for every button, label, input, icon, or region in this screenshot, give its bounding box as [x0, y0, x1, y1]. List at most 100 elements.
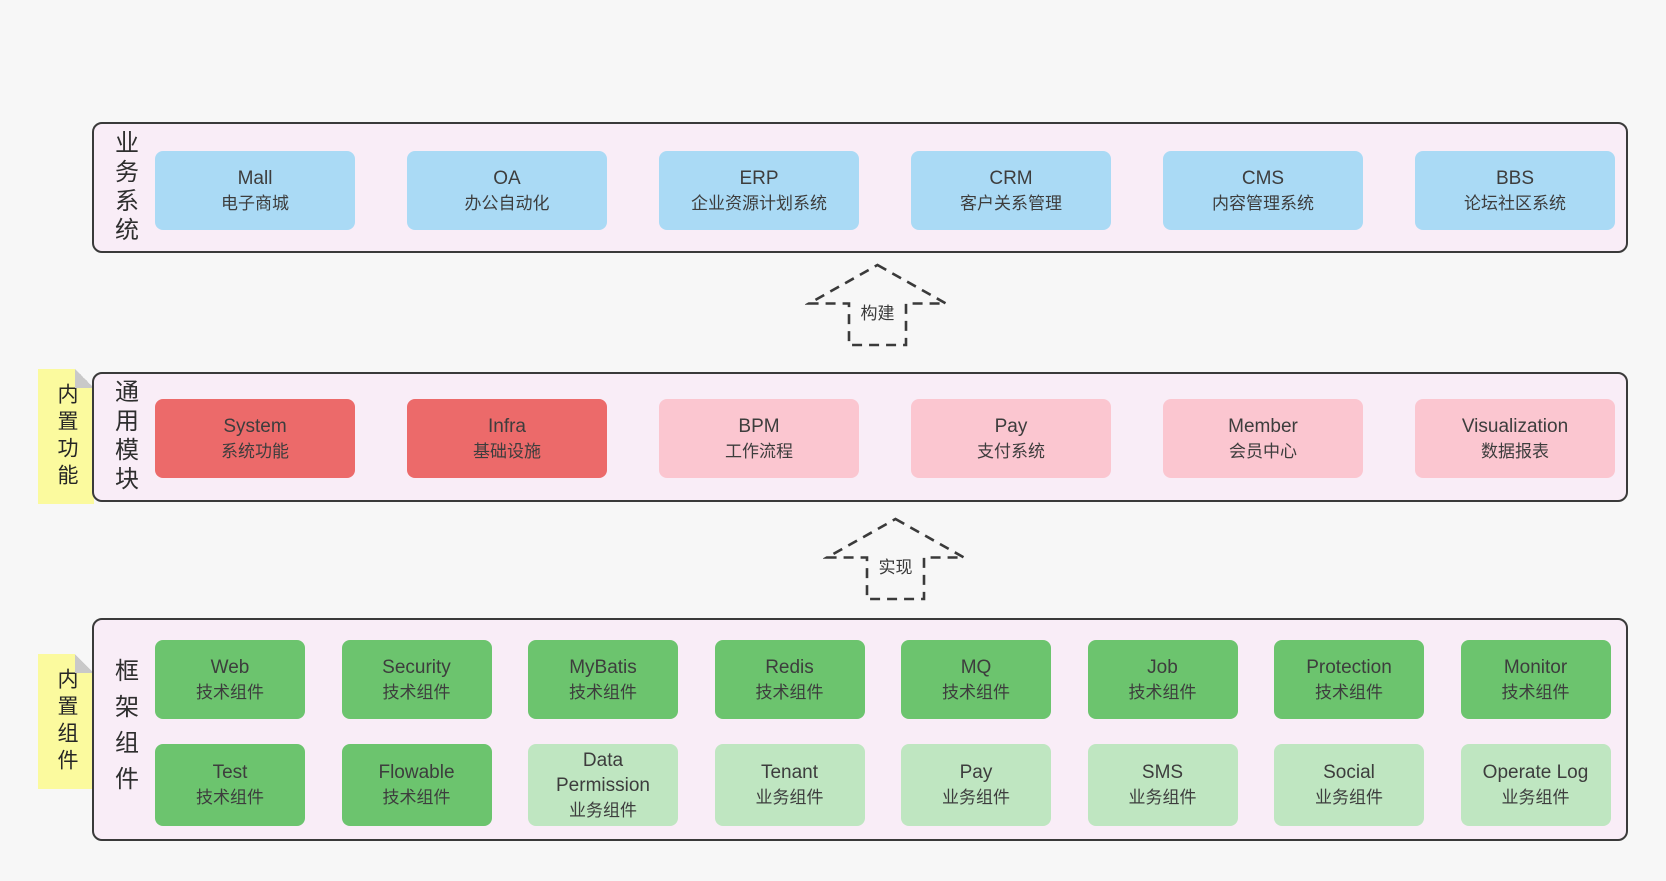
box-subtitle: 业务组件: [1501, 788, 1570, 807]
box-job: Job 技术组件: [1087, 640, 1238, 719]
box-mq: MQ 技术组件: [901, 640, 1051, 719]
implement-arrow-label: 实现: [875, 553, 916, 578]
box-subtitle: 业务组件: [1128, 788, 1197, 807]
box-sms: SMS 业务组件: [1087, 744, 1238, 826]
box-title: Mall: [237, 167, 273, 189]
box-subtitle: 技术组件: [1501, 682, 1570, 702]
box-title: Pay: [959, 762, 993, 783]
box-redis: Redis 技术组件: [714, 640, 865, 719]
box-bbs: BBS 论坛社区系统: [1415, 151, 1615, 230]
box-subtitle: 系统功能: [221, 441, 289, 461]
box-title: Security: [382, 656, 451, 678]
box-title: Data Permission: [556, 749, 650, 796]
box-monitor: Monitor 技术组件: [1460, 640, 1611, 719]
box-subtitle: 业务组件: [569, 800, 637, 820]
box-security: Security 技术组件: [341, 640, 492, 719]
box-title: Pay: [994, 415, 1028, 437]
box-title: SMS: [1141, 762, 1184, 783]
box-subtitle: 支付系统: [977, 441, 1045, 461]
box-pay: Pay 业务组件: [901, 744, 1051, 826]
box-title: Monitor: [1503, 656, 1568, 678]
box-subtitle: 工作流程: [725, 441, 793, 461]
box-mybatis: MyBatis 技术组件: [528, 640, 678, 719]
band-common-modules-label: 通用模块: [110, 379, 138, 495]
box-title: CMS: [1241, 167, 1285, 189]
implement-arrow: 实现: [823, 516, 968, 602]
box-subtitle: 技术组件: [382, 788, 451, 807]
box-subtitle: 办公自动化: [464, 193, 550, 213]
box-subtitle: 数据报表: [1481, 441, 1549, 461]
sticky-note-built-in-components: 内置组件: [38, 654, 94, 789]
band-framework-components-label: 框架组件: [110, 657, 138, 802]
box-subtitle: 内容管理系统: [1212, 193, 1314, 213]
box-title: Job: [1147, 656, 1178, 678]
box-pay: Pay 支付系统: [911, 399, 1111, 478]
box-title: MQ: [960, 656, 992, 678]
box-subtitle: 技术组件: [196, 682, 264, 702]
box-title: MyBatis: [569, 656, 637, 678]
box-oa: OA 办公自动化: [407, 151, 607, 230]
box-title: Member: [1228, 415, 1298, 437]
box-subtitle: 技术组件: [1315, 682, 1383, 702]
box-test: Test 技术组件: [155, 744, 305, 826]
box-title: Tenant: [760, 762, 819, 783]
box-title: Visualization: [1461, 415, 1569, 437]
box-subtitle: 企业资源计划系统: [691, 193, 827, 213]
box-subtitle: 技术组件: [755, 682, 824, 702]
box-flowable: Flowable 技术组件: [341, 744, 492, 826]
box-crm: CRM 客户关系管理: [911, 151, 1111, 230]
box-tenant: Tenant 业务组件: [714, 744, 865, 826]
box-social: Social 业务组件: [1274, 744, 1424, 826]
box-subtitle: 技术组件: [196, 788, 264, 807]
box-title: Social: [1323, 762, 1375, 783]
sticky-note-label: 内置功能: [55, 382, 78, 491]
box-web: Web 技术组件: [155, 640, 305, 719]
box-title: Web: [210, 656, 250, 678]
box-title: OA: [493, 167, 521, 189]
box-title: CRM: [989, 167, 1033, 189]
box-subtitle: 技术组件: [569, 682, 637, 702]
box-data-permission: Data Permission 业务组件: [528, 744, 678, 826]
box-erp: ERP 企业资源计划系统: [659, 151, 859, 230]
box-member: Member 会员中心: [1163, 399, 1363, 478]
up-block-arrow-icon: [805, 263, 950, 347]
build-arrow: 构建: [805, 262, 950, 348]
box-subtitle: 技术组件: [1128, 682, 1197, 702]
box-subtitle: 电子商城: [221, 193, 289, 213]
box-title: Test: [212, 762, 248, 783]
band-business-systems-label: 业务系统: [110, 129, 138, 246]
box-title: Infra: [487, 415, 527, 437]
band-business-systems: 业务系统 Mall 电子商城 OA 办公自动化 ERP 企业资源计划系统 CRM 客户关系管理…: [92, 122, 1628, 253]
box-protection: Protection 技术组件: [1274, 640, 1424, 719]
box-subtitle: 业务组件: [1315, 788, 1383, 807]
box-system: System 系统功能: [155, 399, 355, 478]
box-title: BBS: [1495, 167, 1535, 189]
box-subtitle: 论坛社区系统: [1464, 193, 1566, 213]
box-title: ERP: [739, 167, 779, 189]
box-title: Protection: [1306, 656, 1392, 678]
business-systems-row: Mall 电子商城 OA 办公自动化 ERP 企业资源计划系统 CRM 客户关系管理 CMS 内容…: [155, 151, 1615, 230]
box-title: System: [223, 415, 287, 437]
box-title: Flowable: [378, 762, 455, 783]
box-subtitle: 业务组件: [942, 788, 1010, 807]
up-block-arrow-icon: [823, 517, 968, 601]
box-subtitle: 业务组件: [755, 788, 824, 807]
build-arrow-label: 构建: [857, 299, 898, 324]
box-subtitle: 会员中心: [1229, 441, 1297, 461]
box-subtitle: 技术组件: [382, 682, 451, 702]
box-subtitle: 客户关系管理: [960, 193, 1062, 213]
box-title: Redis: [765, 656, 814, 678]
box-visualization: Visualization 数据报表: [1415, 399, 1615, 478]
box-title: Operate Log: [1482, 762, 1589, 783]
sticky-note-built-in-features: 内置功能: [38, 369, 94, 504]
box-subtitle: 技术组件: [942, 682, 1010, 702]
box-operate-log: Operate Log 业务组件: [1460, 744, 1611, 826]
box-mall: Mall 电子商城: [155, 151, 355, 230]
